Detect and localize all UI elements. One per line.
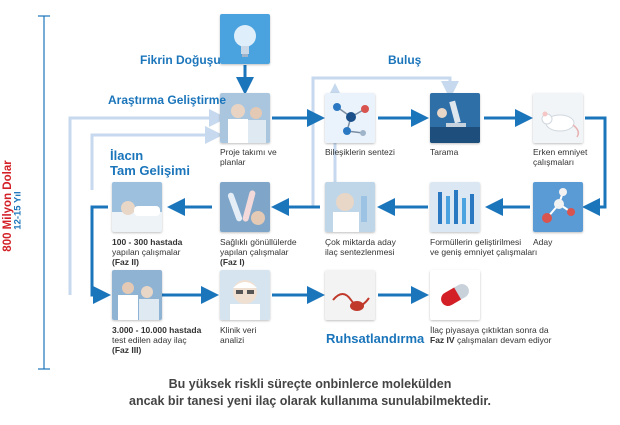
feedback-inner [90,126,223,190]
step-market-caption: İlaç piyasaya çıktıktan sonra da Faz IV … [430,325,552,345]
heading-idea: Fikrin Doğuşu [140,53,221,67]
market-capsule-image [430,270,480,320]
clinical-analysis-image [220,270,270,320]
step-synthesis-caption: Bileşiklerin sentezi [325,147,395,157]
heading-research: Araştırma Geliştirme [108,93,227,107]
heading-licensing: Ruhsatlandırma [326,331,425,346]
feedback-bulus [311,76,459,208]
footer-line-2: ancak bir tanesi yeni ilaç olarak kullan… [129,394,491,408]
feedback-outer [68,109,227,295]
step-candidate-caption: Aday [533,237,553,247]
bulk-synthesis-image [325,182,375,232]
phase2-patient-image [112,182,162,232]
heading-development-2: Tam Gelişimi [110,163,190,178]
project-team-image [220,93,270,143]
molecule-synthesis-image [325,93,375,143]
heading-development-1: İlacın [110,148,144,163]
arrow-early-to-candidate [582,116,607,216]
heading-discovery: Buluş [388,53,422,67]
idea-lightbulb-image [220,14,270,64]
candidate-molecule-image [533,182,583,232]
arrow-phase2-to-phase3 [90,205,111,304]
duration-bar [38,15,50,370]
footer-line-1: Bu yüksek riskli süreçte onbinlerce mole… [168,377,452,391]
volunteer-study-image [220,182,270,232]
phase3-patients-image [112,270,162,320]
main-flow [90,65,607,304]
microscope-screening-image [430,93,480,143]
step-screening-caption: Tarama [430,147,459,157]
duration-label: 12-15 Yıl [12,191,24,230]
footer-note: Bu yüksek riskli süreçte onbinlerce mole… [0,376,620,410]
formulation-image [430,182,480,232]
lab-mouse-image [533,93,583,143]
licensing-signature-image [325,270,375,320]
